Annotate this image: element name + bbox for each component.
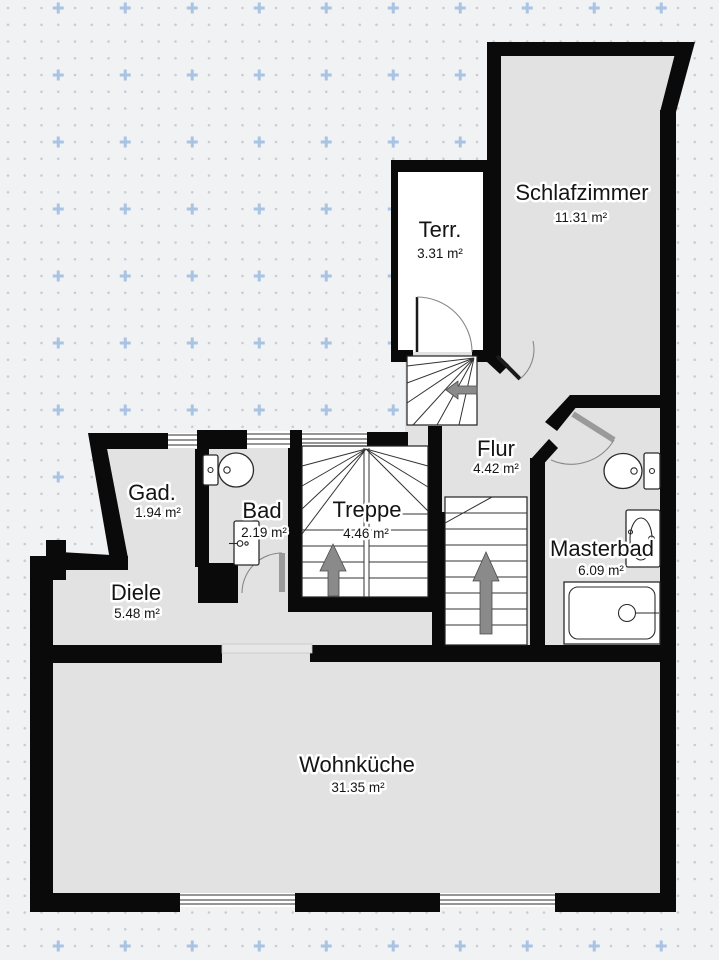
winder-stair-top (406, 355, 478, 426)
room-area-terrasse: 3.31 m² (417, 246, 463, 261)
room-area-bad: 2.19 m² (241, 525, 287, 540)
room-area-flur: 4.42 m² (473, 461, 519, 476)
room-label-schlafzimmer: Schlafzimmer (515, 180, 648, 205)
fixtures-layer (202, 452, 661, 645)
room-label-diele: Diele (111, 580, 161, 605)
room-label-gad: Gad. (128, 480, 176, 505)
room-area-diele: 5.48 m² (114, 606, 160, 621)
room-label-masterbad: Masterbad (550, 536, 654, 561)
stair-flight-right (444, 496, 528, 646)
doors-layer (241, 296, 616, 594)
room-label-bad: Bad (242, 498, 281, 523)
windows-layer (168, 431, 555, 907)
room-area-gad: 1.94 m² (135, 505, 181, 520)
floor-schlafzimmer (494, 49, 688, 404)
walls-layer (30, 42, 695, 912)
window (440, 893, 555, 907)
room-area-wohnkueche: 31.35 m² (331, 780, 385, 795)
sink-icon (229, 520, 260, 566)
sink-icon (625, 509, 661, 568)
floor-terrasse (398, 172, 483, 352)
door-schlafzimmer (495, 340, 535, 381)
room-label-terrasse: Terr. (419, 217, 462, 242)
stairs-layer (301, 355, 528, 646)
room-labels: Schlafzimmer 11.31 m² Terr. 3.31 m² Flur… (108, 178, 656, 798)
room-area-treppe: 4.46 m² (343, 526, 389, 541)
window (180, 893, 295, 907)
door-terrasse (415, 296, 473, 353)
toilet-icon (202, 452, 255, 488)
room-label-treppe: Treppe (333, 497, 402, 522)
room-area-schlafzimmer: 11.31 m² (555, 210, 608, 225)
window (302, 432, 367, 446)
room-label-wohnkueche: Wohnküche (299, 752, 415, 777)
room-area-masterbad: 6.09 m² (578, 563, 624, 578)
toilet-icon (603, 452, 661, 490)
stair-direction-arrow-up (319, 543, 347, 597)
threshold-step (221, 643, 313, 654)
window (247, 431, 290, 448)
stair-direction-arrow-left (445, 380, 478, 400)
bathtub-icon (563, 581, 661, 645)
window (168, 433, 197, 448)
door-masterbad (550, 411, 616, 465)
main-staircase-treppe (301, 445, 429, 598)
room-label-flur: Flur (477, 436, 515, 461)
stair-direction-arrow-up (472, 551, 500, 635)
floor-wohnkueche (38, 612, 672, 900)
